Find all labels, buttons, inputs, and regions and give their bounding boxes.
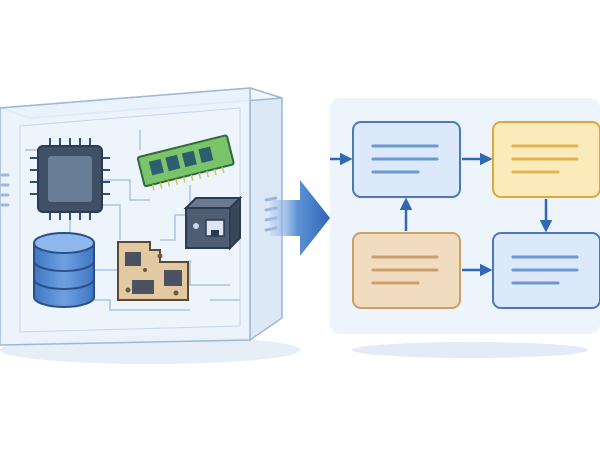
flow-node-bottom-right <box>492 232 600 309</box>
flow-node-top-left <box>352 121 461 198</box>
database-icon <box>33 232 95 308</box>
network-port-icon <box>183 195 243 251</box>
flow-node-top-right <box>492 121 600 198</box>
flow-diagram-shadow <box>352 342 588 358</box>
circuit-board-icon <box>117 241 189 301</box>
ram-module-icon <box>136 134 235 191</box>
computer-case <box>0 86 300 364</box>
flow-node-bottom-left <box>352 232 461 309</box>
cpu-chip-icon <box>30 138 110 220</box>
flow-diagram <box>330 98 600 358</box>
transition-arrow-icon <box>270 180 330 256</box>
